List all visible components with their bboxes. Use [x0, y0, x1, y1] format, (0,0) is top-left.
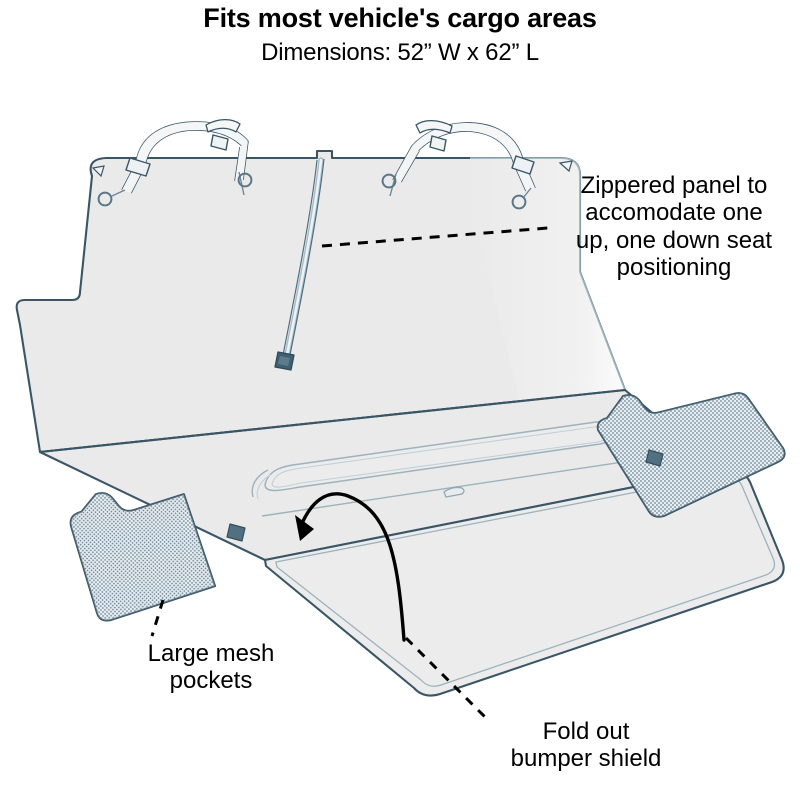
right-mesh-pocket-tab [645, 449, 664, 467]
page-title: Fits most vehicle's cargo areas [203, 3, 597, 33]
left-headrest-strap [91, 118, 253, 207]
left-mesh-pocket-tab [226, 523, 246, 542]
right-headrest-strap [381, 119, 573, 210]
right-mesh-pocket [596, 392, 786, 518]
callout-zippered-panel: Zippered panel to accomodate one up, one… [575, 172, 773, 282]
zipper-pull-tab [274, 351, 295, 371]
left-mesh-pocket [69, 492, 246, 622]
fold-direction-arrow [295, 492, 406, 642]
callout-large-mesh-pockets: Large mesh pockets [147, 640, 275, 695]
leader-bumper [404, 636, 488, 720]
callout-fold-out-bumper-shield: Fold out bumper shield [510, 718, 662, 773]
leader-mesh [150, 599, 165, 637]
seat-back-panel [15, 149, 627, 454]
vertical-zipper [274, 157, 325, 371]
floor-back-seam [39, 389, 626, 453]
leader-lines [150, 226, 549, 720]
leader-zipper [321, 226, 549, 248]
page-subtitle: Dimensions: 52” W x 62” L [261, 39, 539, 66]
